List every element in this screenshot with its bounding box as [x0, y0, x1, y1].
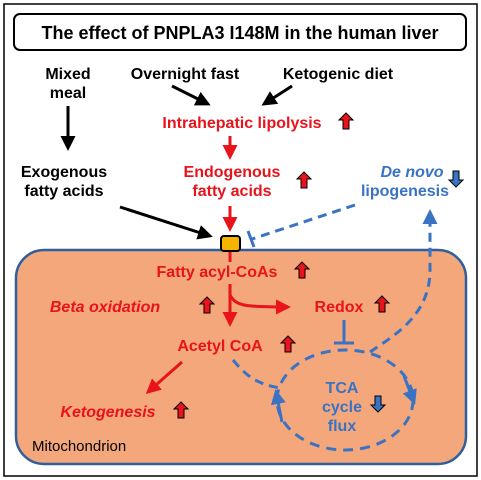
up-arrow-icon — [295, 171, 313, 189]
endogenous-label-line1: Endogenous — [184, 164, 281, 181]
de-novo-inhibition-bar — [246, 230, 256, 248]
acetyl-coa-label: Acetyl CoA — [177, 338, 263, 355]
down-arrow-icon — [369, 395, 387, 413]
ketogenic-diet-label: Ketogenic diet — [283, 66, 394, 83]
exogenous-to-transporter-arrow — [119, 205, 213, 240]
de-novo-label-line2: lipogenesis — [361, 183, 449, 200]
tca-label-line3: flux — [328, 418, 357, 435]
overnight-fast-arrow — [171, 84, 211, 106]
redox-label: Redox — [315, 299, 364, 316]
ketogenesis-label: Ketogenesis — [60, 404, 155, 421]
down-arrow-icon — [447, 170, 465, 188]
fatty-acyl-coas-label: Fatty acyl-CoAs — [157, 264, 278, 281]
de-novo-inhibition-line — [251, 203, 356, 241]
tca-label-line2: cycle — [322, 399, 362, 416]
tca-cycle-arrowhead-right — [402, 375, 417, 405]
up-arrow-icon — [198, 296, 216, 314]
mixed-meal-label-line1: Mixed — [45, 66, 90, 83]
overnight-fast-label: Overnight fast — [131, 66, 240, 83]
up-arrow-icon — [337, 112, 355, 130]
de-novo-label-line1: De novo — [380, 164, 443, 181]
mixed-meal-label-line2: meal — [50, 85, 86, 102]
exogenous-label-line2: fatty acids — [24, 183, 103, 200]
mitochondrion-label: Mitochondrion — [32, 438, 126, 455]
beta-oxidation-label: Beta oxidation — [50, 299, 160, 316]
intrahepatic-lipolysis-label: Intrahepatic lipolysis — [162, 115, 321, 132]
up-arrow-icon — [172, 401, 190, 419]
tca-cycle-arrowhead-left — [270, 389, 286, 423]
figure-title: The effect of PNPLA3 I148M in the human … — [41, 23, 438, 43]
tca-label-line1: TCA — [326, 380, 359, 397]
acetyl-to-ketogenesis-arrow — [145, 360, 183, 394]
mitochondrion-compartment — [14, 248, 468, 466]
title-box — [13, 13, 467, 51]
up-arrow-icon — [373, 295, 391, 313]
ketogenic-diet-arrow — [261, 84, 293, 106]
up-arrow-icon — [293, 261, 311, 279]
transporter-box — [220, 235, 241, 252]
acetyl-to-tca-line — [231, 359, 281, 390]
endogenous-label-line2: fatty acids — [192, 183, 271, 200]
acyl-to-redox-arrow — [228, 294, 291, 315]
up-arrow-icon — [279, 335, 297, 353]
exogenous-label-line1: Exogenous — [21, 164, 107, 181]
